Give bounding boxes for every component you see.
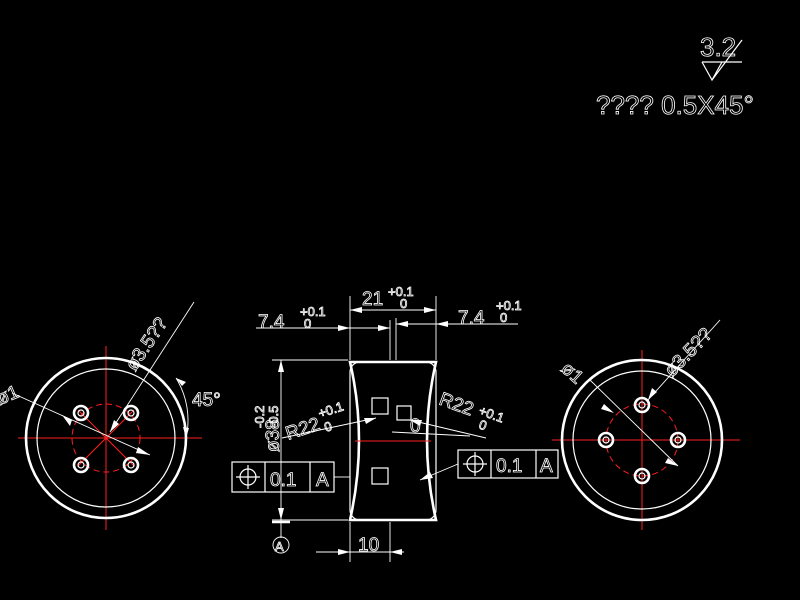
left-end-view: ø1 ø3.5?? 45° xyxy=(0,301,221,530)
radius-right-tol-lower: 0 xyxy=(477,417,489,434)
fcf-left-tolerance: 0.1 xyxy=(270,470,296,491)
hole xyxy=(633,396,651,414)
right-offset-tol-upper: +0.1 xyxy=(496,298,522,313)
inner-circle xyxy=(36,368,176,508)
hole xyxy=(72,456,90,474)
left-offset-tol-lower: 0 xyxy=(304,316,311,331)
datum-label: A xyxy=(275,539,284,554)
hole xyxy=(122,404,140,422)
feature-control-frame-right: 0.1 A xyxy=(419,449,559,481)
top-width: 21 xyxy=(362,289,383,310)
left-hole-callout: ø3.5?? xyxy=(122,314,172,375)
roughness-value: 3.2 xyxy=(700,32,736,62)
right-offset-tol-lower: 0 xyxy=(500,310,507,325)
left-angle: 45° xyxy=(192,390,221,411)
outer-circle xyxy=(560,358,724,522)
hole xyxy=(122,456,140,474)
bolt-circle xyxy=(71,403,141,473)
radius-right: R22 xyxy=(436,389,476,421)
right-small-dia: ø1 xyxy=(557,358,588,388)
height-tol-lower: -0.5 xyxy=(266,406,281,428)
right-offset: 7.4 xyxy=(458,308,485,329)
hole xyxy=(633,467,651,485)
height-tol-upper: -0.2 xyxy=(252,406,267,428)
radius-left: R22 xyxy=(283,414,323,445)
front-section-view: 21 +0.1 0 7.4 +0.1 0 7.4 +0.1 0 ø38 -0.2… xyxy=(252,284,522,562)
center-label: 0 xyxy=(410,416,421,437)
datum-circle xyxy=(272,536,290,554)
right-hole-callout: ø3.5?? xyxy=(660,324,716,381)
section-body xyxy=(348,360,438,522)
surface-roughness-symbol: 3.2 xyxy=(700,32,743,82)
height-dia: ø38 xyxy=(263,419,284,452)
radius-left-tol-upper: +0.1 xyxy=(316,399,345,421)
hole xyxy=(669,431,687,449)
fcf-right-tolerance: 0.1 xyxy=(496,456,522,477)
hole xyxy=(72,404,90,422)
fcf-right-datum: A xyxy=(540,456,553,477)
inner-circle xyxy=(572,370,712,510)
top-width-tol-upper: +0.1 xyxy=(388,284,414,299)
chamfer-note: ???? 0.5X45° xyxy=(596,90,754,120)
feature-control-frame-left: 0.1 A xyxy=(231,461,350,493)
bottom-width: 10 xyxy=(358,535,379,556)
radius-left-tol-lower: 0 xyxy=(322,418,334,435)
fcf-left-datum: A xyxy=(316,470,329,491)
left-offset-tol-upper: +0.1 xyxy=(300,304,326,319)
right-end-view: ø1 ø3.5?? xyxy=(552,319,740,530)
left-small-dia: ø1 xyxy=(0,382,22,410)
hole xyxy=(597,431,615,449)
top-width-tol-lower: 0 xyxy=(400,296,407,311)
left-offset: 7.4 xyxy=(258,312,285,333)
